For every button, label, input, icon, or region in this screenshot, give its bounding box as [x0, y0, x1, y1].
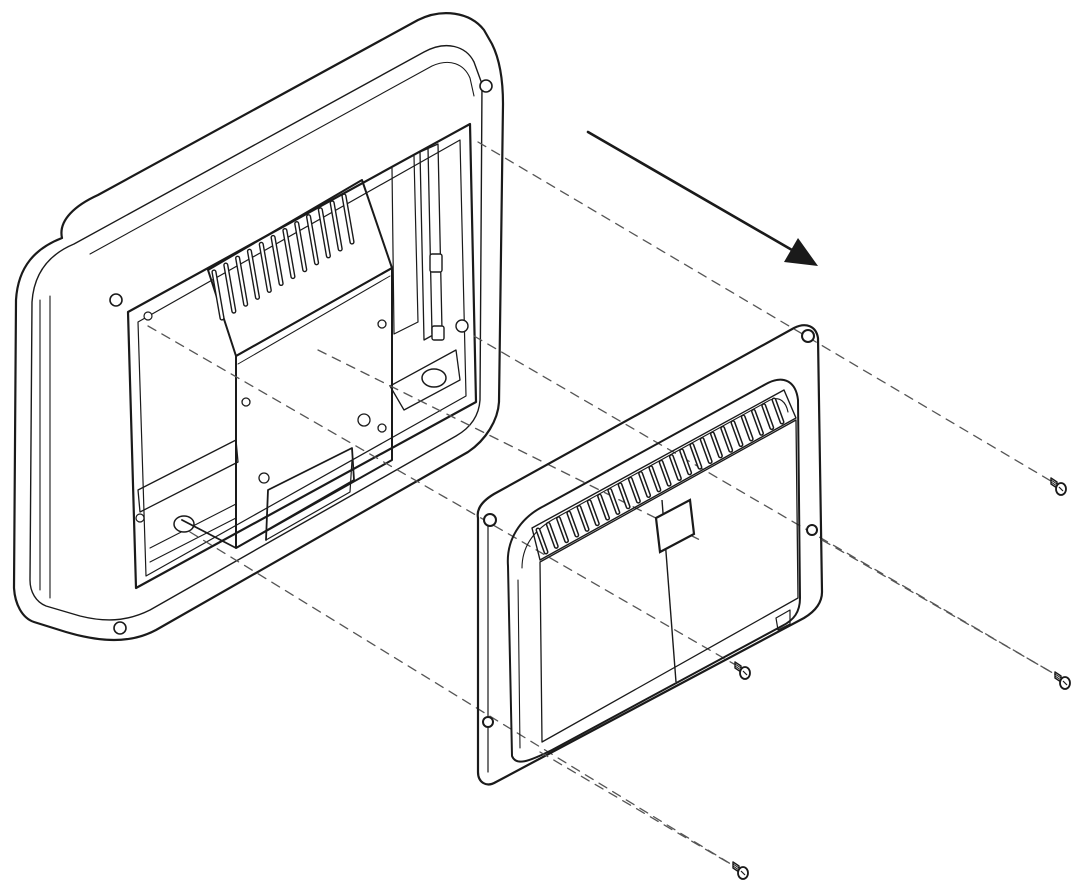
cover-screw-hole: [806, 524, 818, 536]
vent-slot-highlight: [752, 410, 763, 435]
vent-slot-highlight: [588, 500, 599, 525]
bracket-foot: [181, 447, 355, 549]
cover-vent-slots: [535, 397, 785, 555]
guide-line: [189, 531, 735, 867]
cover-tab: [775, 609, 791, 631]
vent-slot-highlight: [721, 427, 732, 452]
vent-slot-highlight: [578, 506, 589, 531]
housing-cavity-frame: [126, 122, 478, 590]
assembly-guide-lines: [147, 141, 1059, 867]
vent-slot-highlight: [557, 517, 568, 542]
housing-peg: [431, 325, 445, 341]
cover-vent-band: [531, 389, 797, 561]
cover-badge: [654, 498, 696, 554]
vent-slot-highlight: [271, 236, 283, 285]
guide-line: [317, 349, 701, 541]
cover-screw-hole: [482, 716, 494, 728]
vent-slot-highlight: [701, 438, 712, 463]
cover-screw-hole: [483, 513, 497, 527]
vent-slot-highlight: [547, 523, 558, 548]
vent-slot-highlight: [260, 243, 271, 292]
screw-icon: [1054, 671, 1071, 690]
vent-slot-highlight: [307, 215, 318, 264]
vent-slot-highlight: [224, 263, 236, 313]
vent-slot-highlight: [619, 483, 630, 508]
housing-corner-hole: [113, 621, 127, 635]
rear-cover: [476, 324, 824, 786]
guide-line: [473, 335, 1059, 677]
vent-slot-highlight: [690, 444, 701, 469]
housing-inner-boss: [455, 319, 469, 333]
housing-cavity-ledge: [389, 349, 461, 411]
housing-knob: [421, 368, 447, 388]
guide-line: [147, 325, 735, 665]
bracket-hole: [258, 472, 270, 484]
vent-slot-highlight: [319, 208, 330, 258]
cover-panel: [539, 419, 799, 743]
vent-slot-highlight: [248, 250, 259, 299]
vent-slot-highlight: [762, 404, 773, 429]
housing-knob: [173, 515, 195, 533]
cover-screw-hole: [801, 329, 815, 343]
screw-icon: [1050, 477, 1067, 496]
guide-line: [821, 539, 1059, 677]
housing-peg: [429, 253, 443, 273]
screw-icon: [732, 861, 749, 880]
vent-slot-highlight: [639, 472, 650, 497]
bracket-hole: [357, 413, 371, 427]
vent-slot-highlight: [295, 222, 306, 271]
vent-slot-highlight: [608, 489, 619, 514]
guide-line: [539, 751, 735, 867]
housing-cavity-rail: [391, 155, 419, 335]
screw-set: [732, 477, 1071, 880]
housing-corner-hole: [479, 79, 493, 93]
housing-rim-line: [29, 44, 483, 621]
vent-slot-highlight: [283, 229, 295, 278]
vent-slot-highlight: [773, 399, 783, 423]
cover-flange: [476, 324, 824, 786]
vent-slot-highlight: [680, 449, 691, 474]
mounting-bracket: [181, 179, 393, 549]
housing-inner-boss: [143, 311, 153, 321]
housing-rim-line: [39, 295, 51, 599]
vent-slot-highlight: [731, 421, 742, 446]
vent-slot-highlight: [598, 495, 609, 520]
vent-slot-highlight: [330, 201, 342, 251]
vent-slot-highlight: [711, 432, 722, 457]
bracket-fold-line: [237, 275, 391, 365]
bracket-foot: [265, 459, 353, 541]
housing-outer-shell: [12, 12, 505, 642]
bracket-hole: [241, 397, 251, 407]
vent-slot-highlight: [567, 512, 578, 537]
housing-cavity-rail: [419, 143, 443, 341]
vent-slot-highlight: [537, 529, 547, 553]
cover-raised-shell: [506, 378, 801, 763]
bracket-plate: [235, 267, 393, 549]
bracket-top-flap: [207, 179, 393, 357]
cover-shell-contour: [517, 579, 521, 749]
housing-inner-boss: [135, 513, 145, 523]
vent-slot-highlight: [212, 270, 224, 320]
housing-cavity-inner: [137, 139, 467, 577]
screw-icon: [734, 661, 751, 680]
vent-slot-highlight: [660, 461, 671, 486]
vent-slot-highlight: [342, 194, 354, 244]
bracket-vent-slots: [211, 193, 355, 321]
vent-slot-highlight: [629, 478, 640, 503]
assembly-guide-lines-front: [539, 539, 1059, 867]
housing-corner-hole: [109, 293, 123, 307]
housing-cavity-ledge: [137, 439, 239, 513]
guide-line: [477, 141, 1057, 485]
vent-slot-highlight: [670, 455, 681, 480]
bracket-hole: [377, 319, 387, 329]
vent-slot-highlight: [649, 466, 660, 491]
vent-slot-highlight: [742, 415, 753, 440]
vent-slot-highlight: [236, 256, 247, 306]
bracket-hole: [377, 423, 387, 433]
display-housing: [12, 12, 505, 642]
arrow-icon: [586, 130, 818, 266]
housing-rim-line: [89, 61, 475, 255]
